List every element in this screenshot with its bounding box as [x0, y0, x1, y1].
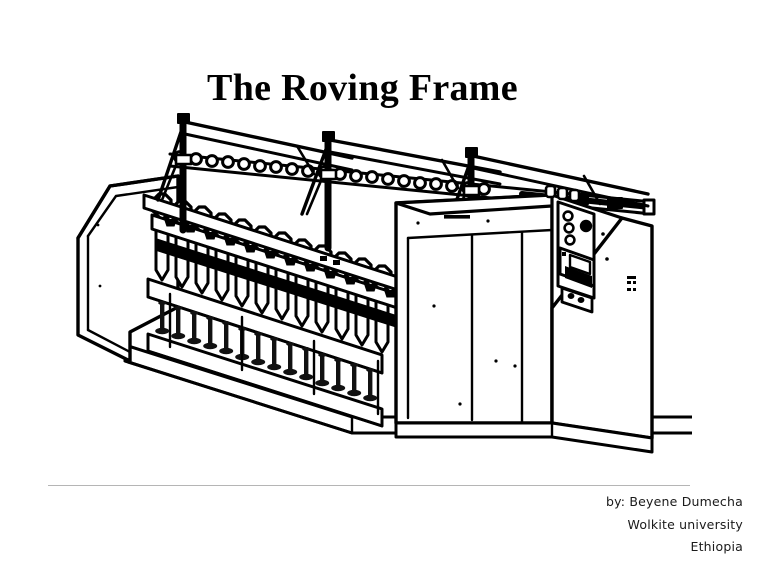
- credits-block: by: Beyene Dumecha Wolkite university Et…: [323, 491, 743, 559]
- overhead-creel-assembly: [156, 113, 656, 268]
- headstock-cabinet: [394, 184, 654, 454]
- control-panel-keypad[interactable]: [560, 286, 594, 314]
- credit-country: Ethiopia: [690, 539, 743, 554]
- control-button-3[interactable]: [564, 234, 576, 246]
- control-panel-display: [558, 246, 596, 288]
- control-button-4[interactable]: [579, 219, 593, 233]
- roving-frame-illustration: [52, 108, 692, 486]
- page-title: The Roving Frame: [207, 67, 518, 109]
- drafting-system: [142, 193, 474, 352]
- bobbin-rail-assembly: [146, 277, 384, 428]
- footer-divider: [48, 485, 690, 486]
- credit-author: by: Beyene Dumecha: [605, 494, 743, 509]
- machine-body: [76, 113, 692, 454]
- side-panel-marking: [627, 276, 636, 291]
- credit-institution: Wolkite university: [627, 516, 743, 532]
- control-button-1[interactable]: [562, 210, 574, 222]
- creel-post-1: [156, 113, 354, 234]
- control-button-group[interactable]: [562, 210, 593, 246]
- control-button-2[interactable]: [563, 222, 575, 234]
- roving-frame-drawing-svg: [76, 113, 692, 454]
- top-knob-row: [544, 184, 581, 203]
- headstock-control-panel[interactable]: [556, 200, 609, 314]
